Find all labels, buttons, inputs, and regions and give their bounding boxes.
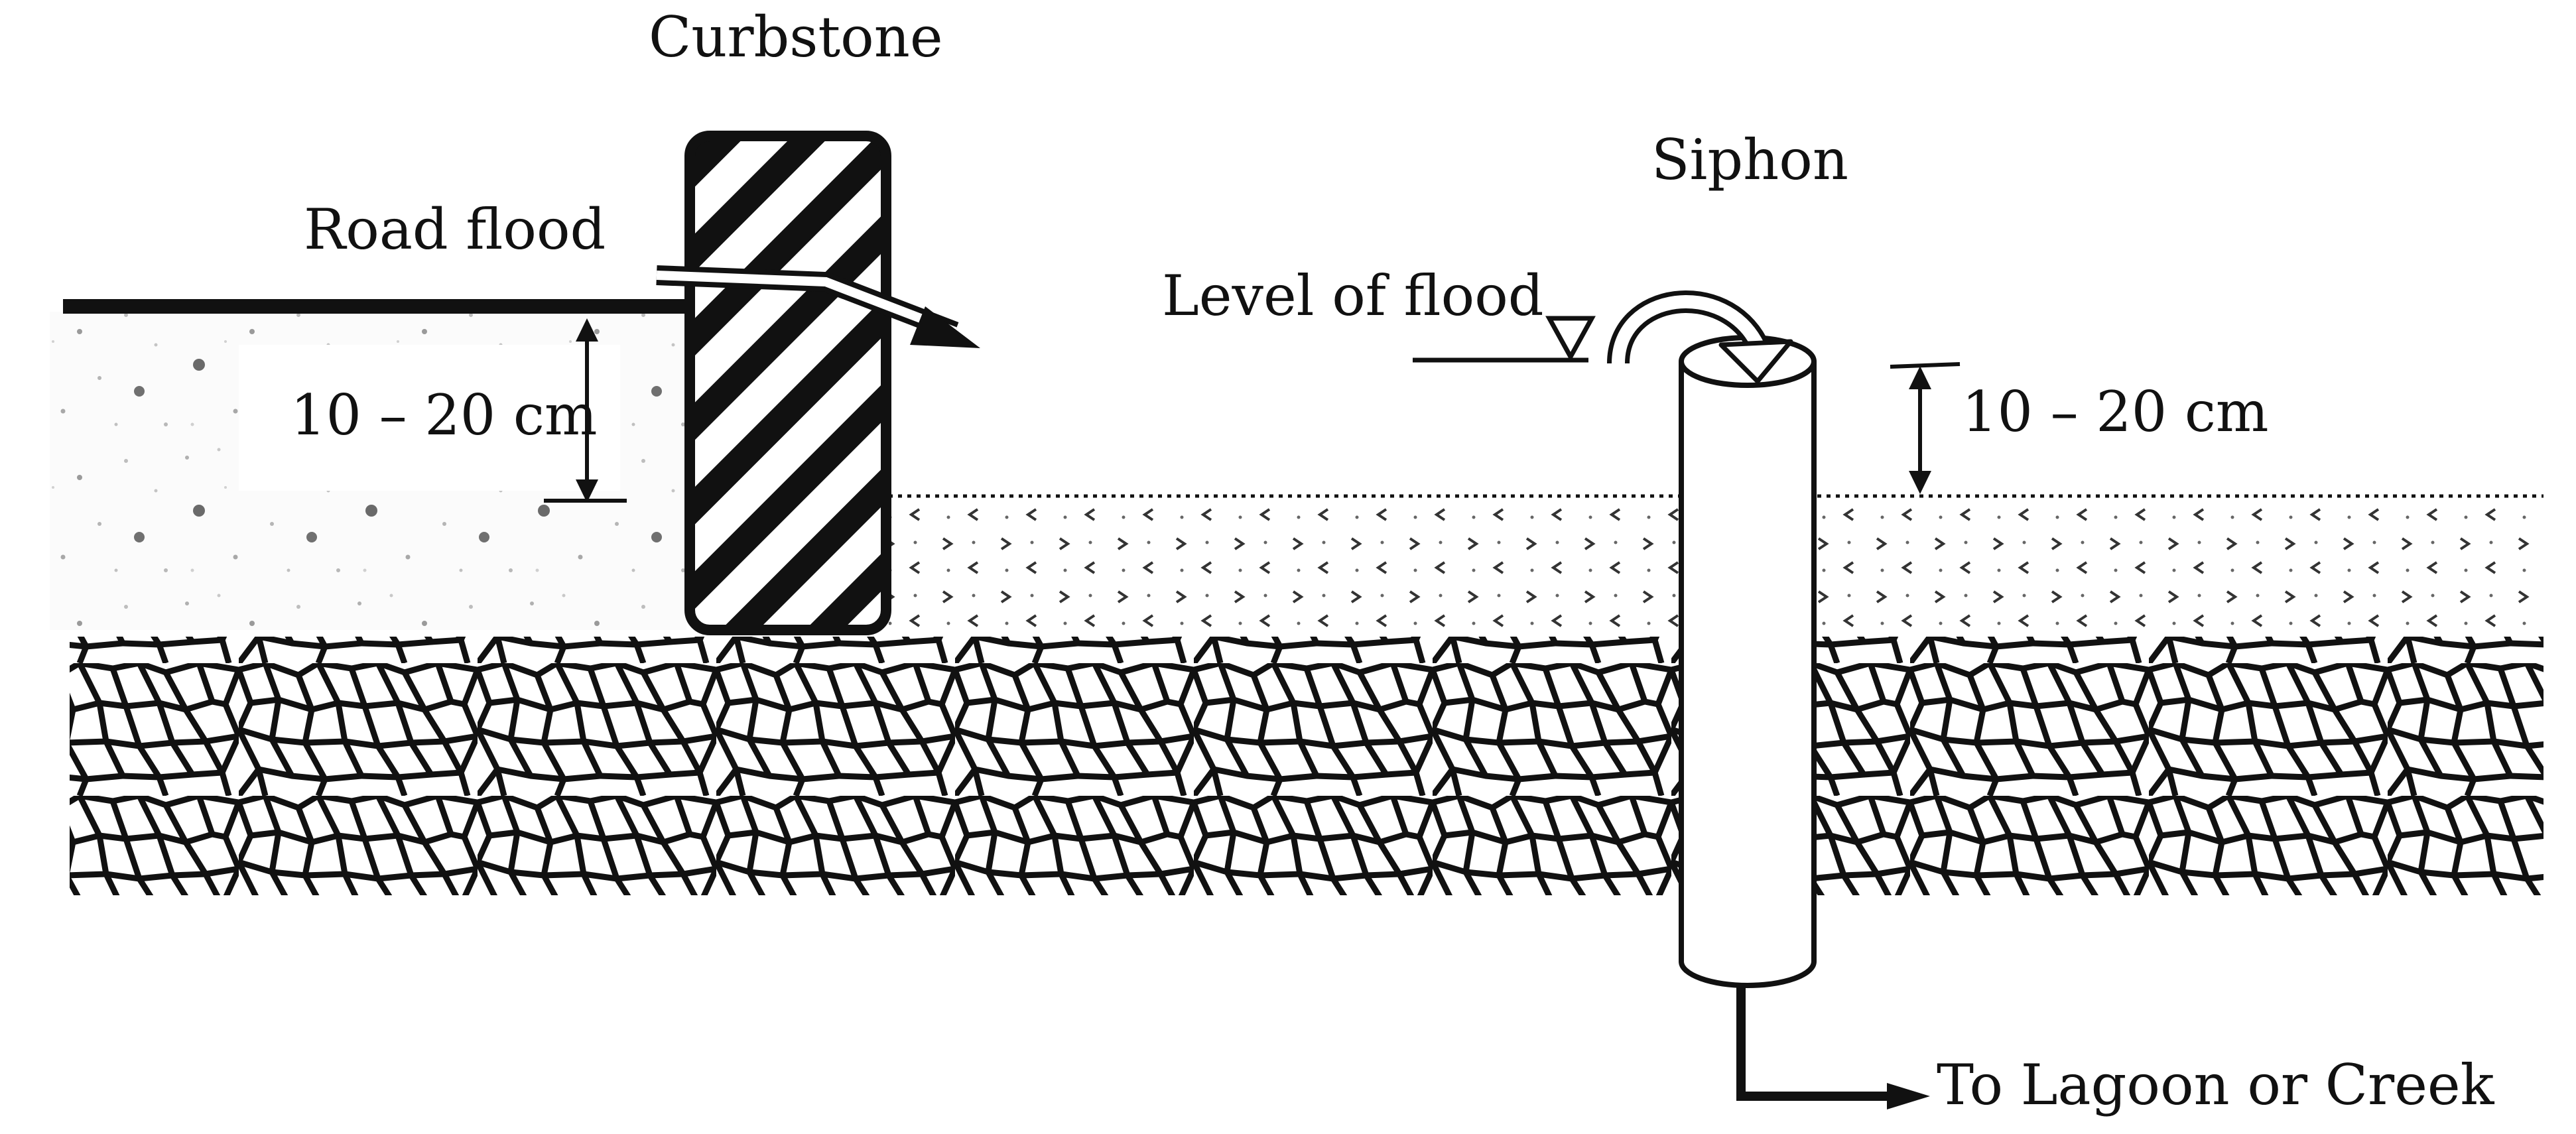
water-level-triangle-icon bbox=[1545, 316, 1596, 362]
pavement-label-panel bbox=[239, 345, 620, 491]
outlet-pipe bbox=[1736, 985, 1897, 1101]
siphon-inflow-arrow bbox=[1607, 290, 1793, 384]
outlet-arrowhead bbox=[1887, 1083, 1930, 1109]
road-flood-label: Road flood bbox=[304, 197, 606, 262]
outlet-label: To Lagoon or Creek bbox=[1937, 1052, 2495, 1117]
cobble-base-layer bbox=[70, 637, 2544, 895]
curbstone-block bbox=[684, 131, 891, 635]
road-flood-arrowhead bbox=[910, 306, 980, 348]
height-label-left: 10 – 20 cm bbox=[290, 383, 598, 448]
curbstone-label: Curbstone bbox=[649, 5, 943, 70]
level-of-flood-label: Level of flood bbox=[1162, 263, 1544, 328]
height-label-right: 10 – 20 cm bbox=[1962, 379, 2269, 444]
siphon-label: Siphon bbox=[1651, 127, 1848, 192]
siphon-pipe bbox=[1679, 335, 1817, 988]
